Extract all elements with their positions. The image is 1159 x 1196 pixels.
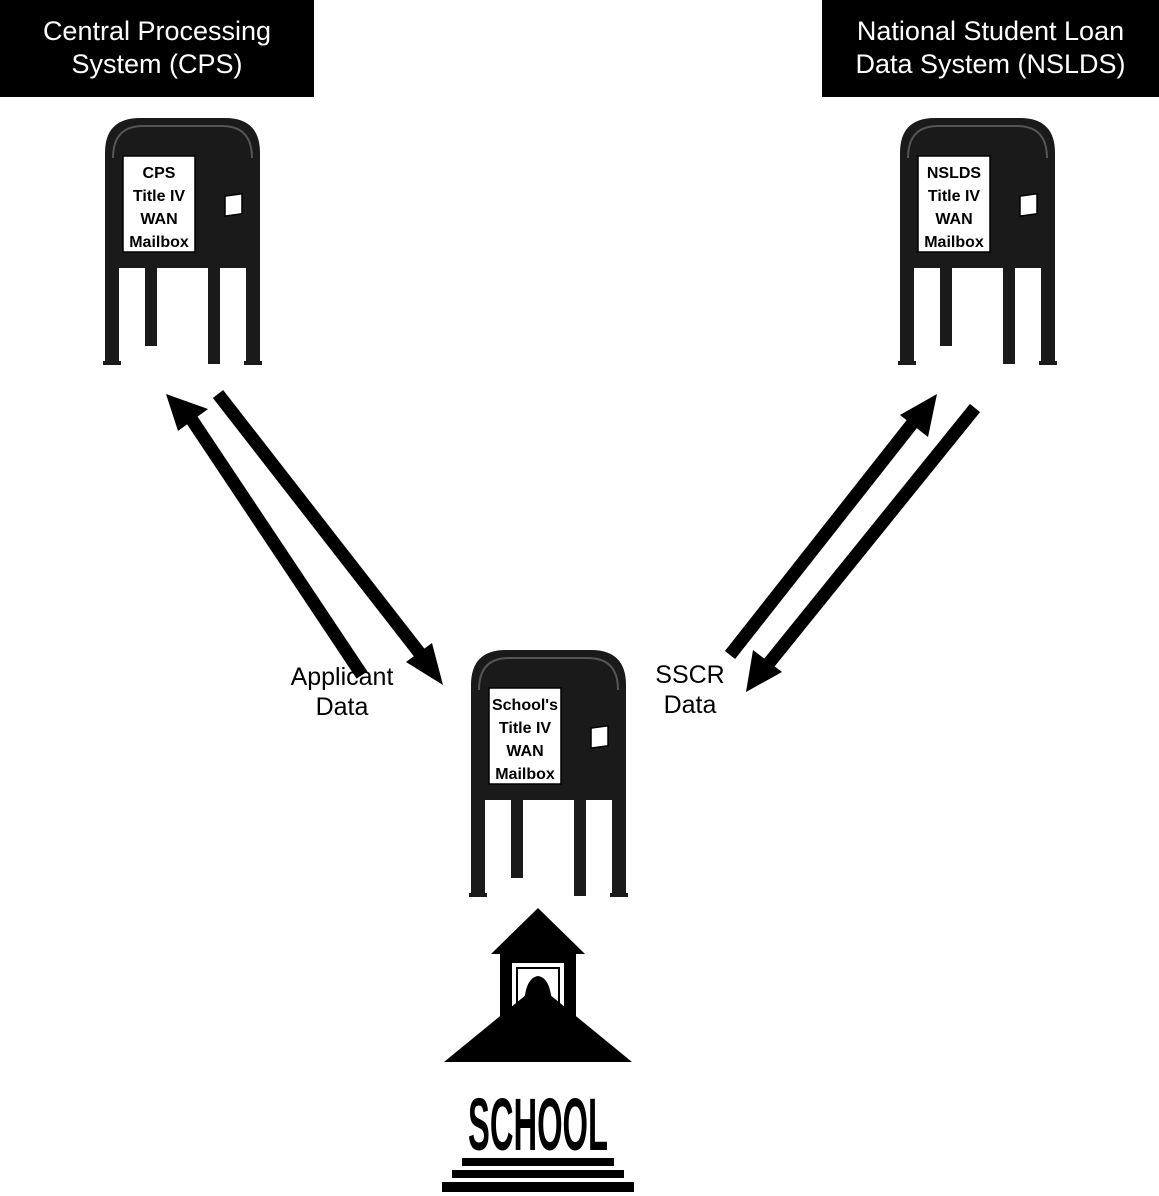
arrow-cps-to-school (212, 390, 443, 685)
cps-mailbox: CPS Title IV WAN Mailbox (102, 117, 263, 366)
cps-mailbox-line-4: Mailbox (129, 234, 189, 251)
cps-title-box: Central Processing System (CPS) (0, 0, 314, 97)
school-mailbox-line-4: Mailbox (495, 766, 555, 783)
applicant-label-line-2: Data (315, 693, 369, 721)
nslds-title-line-2: Data System (NSLDS) (855, 49, 1126, 79)
sscr-label-line-1: SSCR (655, 661, 725, 689)
nslds-mailbox: NSLDS Title IV WAN Mailbox (897, 117, 1058, 366)
school-mailbox-line-2: Title IV (499, 720, 551, 737)
applicant-data-label: Applicant Data (262, 662, 422, 722)
cps-title-line-1: Central Processing (42, 16, 272, 46)
school-mailbox-line-3: WAN (506, 743, 543, 760)
nslds-mailbox-line-4: Mailbox (924, 234, 984, 251)
school-mailbox: School's Title IV WAN Mailbox (468, 649, 629, 898)
nslds-title-line-1: National Student Loan (856, 16, 1125, 46)
nslds-mailbox-line-3: WAN (935, 211, 972, 228)
nslds-mailbox-line-1: NSLDS (927, 165, 982, 182)
applicant-label-line-1: Applicant (290, 663, 394, 691)
arrow-school-to-cps (166, 394, 368, 679)
school-mailbox-line-1: School's (492, 697, 558, 714)
cps-title-line-2: System (CPS) (71, 49, 243, 79)
nslds-title-box: National Student Loan Data System (NSLDS… (822, 0, 1159, 97)
nslds-mailbox-line-2: Title IV (928, 188, 980, 205)
cps-mailbox-line-2: Title IV (133, 188, 185, 205)
schoolhouse-icon: SCHOOL (442, 908, 634, 1192)
cps-mailbox-line-3: WAN (140, 211, 177, 228)
arrow-school-to-nslds (724, 394, 937, 660)
school-sign: SCHOOL (468, 1083, 608, 1166)
sscr-label-line-2: Data (663, 691, 717, 719)
cps-mailbox-line-1: CPS (143, 165, 176, 182)
sscr-data-label: SSCR Data (630, 660, 750, 720)
arrow-nslds-to-school (746, 403, 981, 692)
